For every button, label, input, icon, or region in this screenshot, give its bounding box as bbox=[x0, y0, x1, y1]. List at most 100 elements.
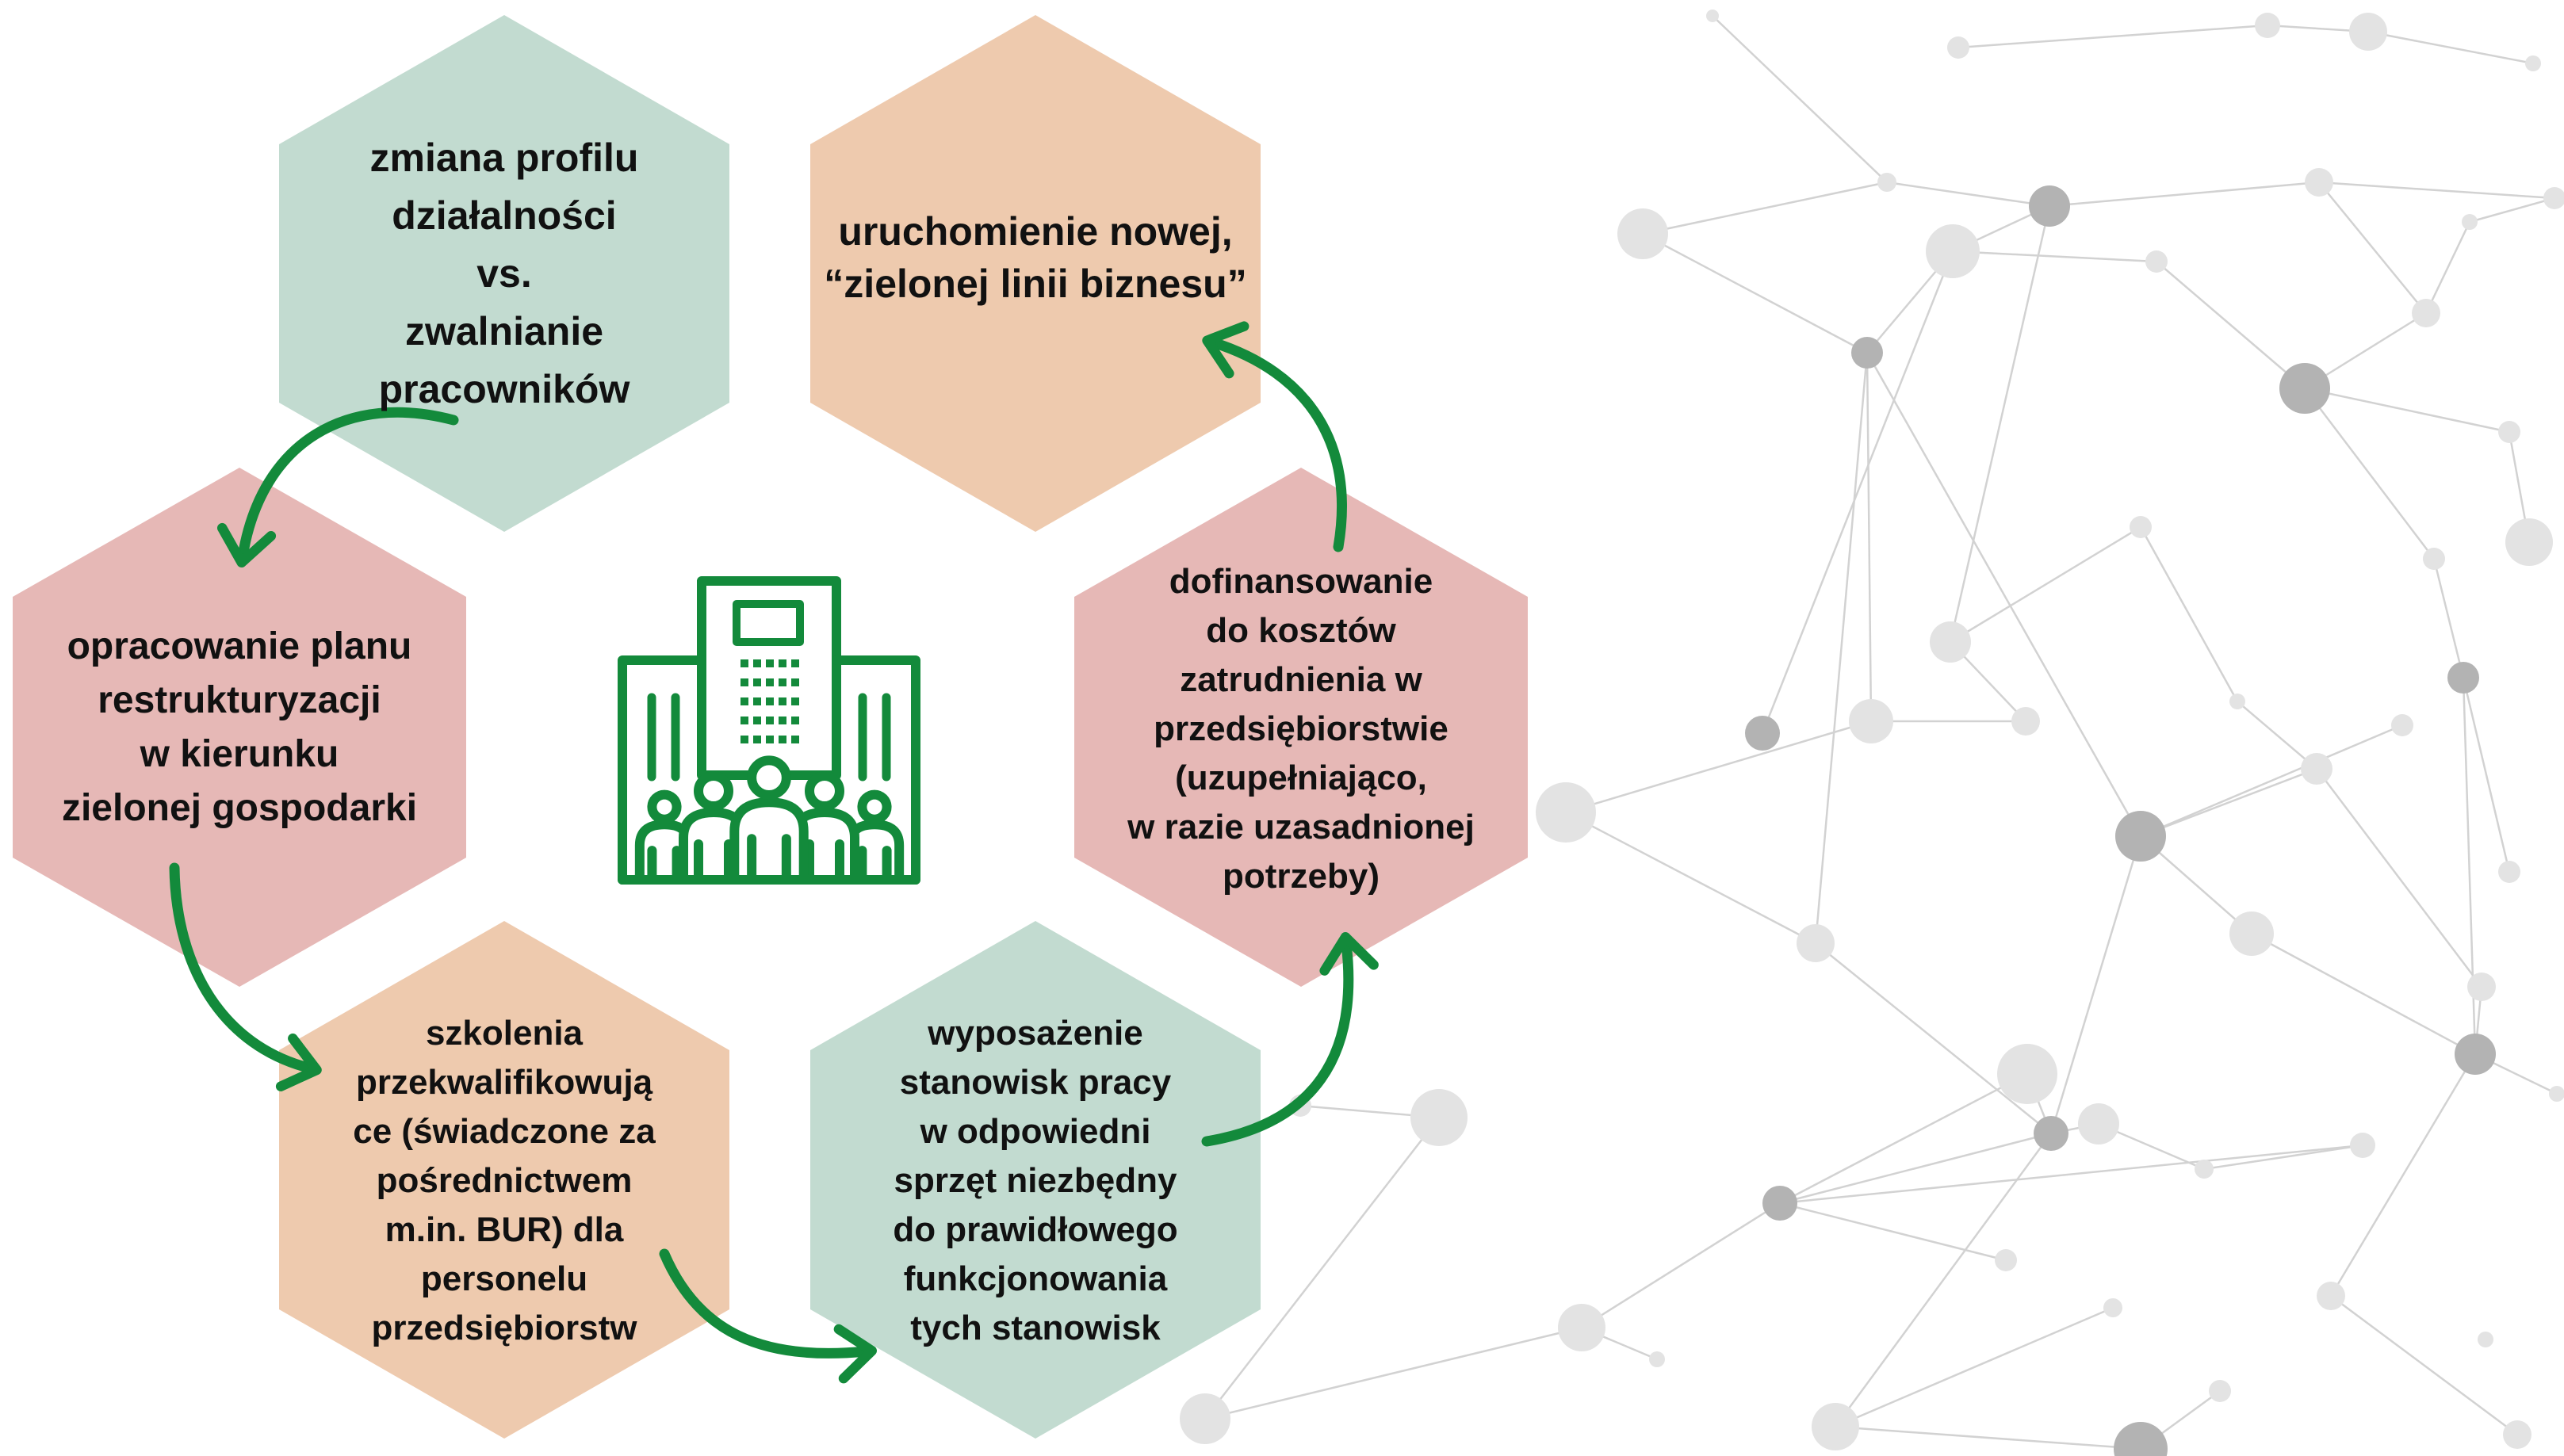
network-node bbox=[1797, 924, 1835, 962]
window-dot bbox=[740, 659, 748, 667]
network-link bbox=[1957, 24, 2268, 49]
network-node bbox=[2350, 1133, 2375, 1158]
network-link bbox=[2139, 526, 2239, 702]
network-link bbox=[2367, 30, 2534, 65]
window-dot bbox=[779, 659, 786, 667]
network-node bbox=[2391, 714, 2413, 736]
window-dot bbox=[779, 717, 786, 724]
network-link bbox=[1779, 1132, 2052, 1205]
network-node bbox=[2525, 55, 2541, 71]
network-link bbox=[2318, 182, 2427, 314]
network-link bbox=[1835, 1425, 2141, 1450]
window-dot bbox=[791, 659, 799, 667]
network-nodes bbox=[1180, 10, 2564, 1456]
network-link bbox=[1565, 811, 1816, 945]
network-link bbox=[2049, 181, 2320, 208]
network-node bbox=[2505, 518, 2553, 566]
network-node bbox=[2503, 1420, 2531, 1449]
network-link bbox=[2304, 387, 2510, 434]
person-figure bbox=[729, 755, 809, 885]
network-link bbox=[1642, 181, 1888, 235]
network-node bbox=[2423, 548, 2445, 570]
network-link bbox=[2330, 1294, 2518, 1436]
window-dot bbox=[779, 697, 786, 705]
network-link bbox=[2049, 835, 2142, 1134]
network-node bbox=[2455, 1034, 2496, 1075]
network-node bbox=[1762, 1186, 1797, 1221]
network-lines bbox=[1204, 15, 2558, 1450]
window-dot bbox=[740, 678, 748, 686]
window-dot bbox=[753, 678, 761, 686]
window-dot bbox=[791, 736, 799, 743]
network-node bbox=[2114, 1422, 2168, 1456]
arrow-step-3-to-4 bbox=[659, 1248, 878, 1384]
window-dot bbox=[740, 717, 748, 724]
network-node bbox=[2478, 1332, 2493, 1347]
window-dot bbox=[753, 717, 761, 724]
network-node bbox=[1410, 1089, 1468, 1146]
network-link bbox=[1581, 1202, 1781, 1329]
network-link bbox=[1950, 525, 2141, 644]
window-dot bbox=[753, 736, 761, 743]
network-node bbox=[2549, 1086, 2564, 1102]
network-link bbox=[1835, 1306, 2114, 1428]
network-link bbox=[2316, 768, 2482, 988]
network-node bbox=[1997, 1044, 2057, 1104]
network-node bbox=[1617, 208, 1668, 259]
network-link bbox=[2318, 181, 2555, 200]
network-link bbox=[1761, 250, 1954, 734]
network-node bbox=[2034, 1116, 2068, 1151]
hexagon-step-6 bbox=[810, 15, 1261, 532]
hexagon-step-3 bbox=[279, 921, 729, 1439]
network-node bbox=[2130, 516, 2152, 538]
network-node bbox=[1536, 782, 1596, 843]
network-node bbox=[1849, 699, 1893, 743]
network-link bbox=[1814, 352, 1869, 944]
network-link bbox=[2203, 1144, 2363, 1171]
network-node bbox=[1877, 173, 1896, 192]
network-node bbox=[2301, 753, 2332, 785]
network-node bbox=[1947, 36, 1969, 59]
hexagon-step-4 bbox=[810, 921, 1261, 1439]
network-node bbox=[2103, 1298, 2122, 1317]
arrow-step-4-to-5 bbox=[1201, 932, 1379, 1147]
network-link bbox=[1779, 1072, 2028, 1205]
network-node bbox=[1706, 10, 1719, 22]
network-node bbox=[2467, 973, 2496, 1001]
network-link bbox=[2329, 1053, 2477, 1297]
hexagon-step-2 bbox=[13, 468, 466, 987]
network-link bbox=[1779, 1144, 2363, 1205]
window-dot bbox=[766, 736, 774, 743]
network-link bbox=[1204, 1326, 1582, 1420]
network-link bbox=[1815, 942, 2052, 1134]
window-dot bbox=[791, 678, 799, 686]
network-node bbox=[1930, 621, 1971, 663]
network-link bbox=[1712, 15, 1888, 183]
network-node bbox=[1851, 337, 1883, 369]
window-dot bbox=[791, 717, 799, 724]
company-building-with-employees-icon bbox=[618, 576, 920, 885]
network-node bbox=[2115, 811, 2166, 862]
window-dot bbox=[753, 697, 761, 705]
network-link bbox=[2424, 221, 2471, 314]
arrow-step-5-to-6 bbox=[1202, 321, 1347, 552]
window-dot bbox=[740, 697, 748, 705]
network-node bbox=[2317, 1282, 2345, 1310]
network-node bbox=[2498, 861, 2520, 883]
network-node bbox=[2447, 662, 2479, 694]
network-node bbox=[2255, 13, 2280, 38]
person-figure bbox=[844, 789, 905, 885]
window-dot bbox=[740, 736, 748, 743]
network-link bbox=[2432, 558, 2465, 678]
network-node bbox=[1745, 716, 1780, 751]
network-link bbox=[1204, 1117, 1440, 1420]
network-link bbox=[2251, 932, 2476, 1056]
network-node bbox=[2349, 13, 2387, 51]
network-link bbox=[1866, 352, 1873, 722]
network-node bbox=[2145, 250, 2168, 273]
window-dot bbox=[766, 717, 774, 724]
network-link bbox=[1642, 232, 1868, 354]
window-dot bbox=[791, 697, 799, 705]
